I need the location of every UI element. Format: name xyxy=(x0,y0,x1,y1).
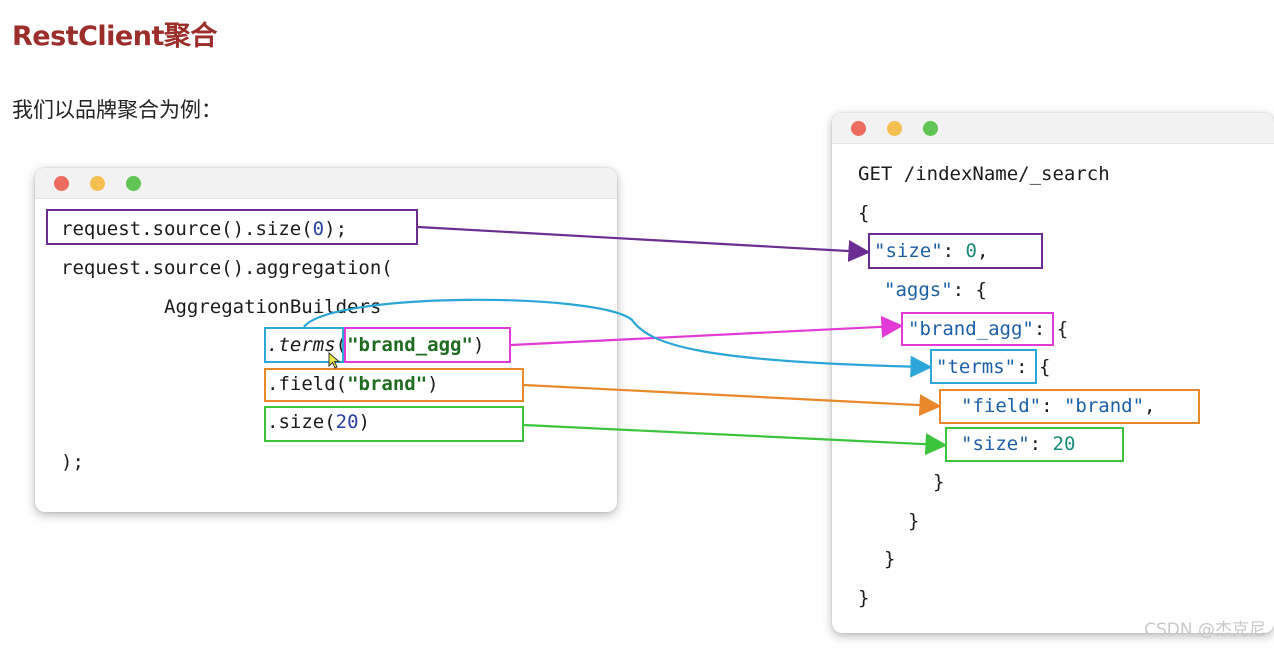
dsl-brand-agg-highlight xyxy=(901,312,1054,346)
minimize-dot-icon[interactable] xyxy=(887,121,902,136)
dsl-terms-line: "terms": { xyxy=(936,356,1051,378)
dsl-inner-size-line: "size": 20 xyxy=(961,433,1076,455)
maximize-dot-icon[interactable] xyxy=(126,176,141,191)
mouse-cursor-icon xyxy=(328,352,341,369)
dsl-close-terms: } xyxy=(933,471,945,493)
close-dot-icon[interactable] xyxy=(851,121,866,136)
dsl-window-titlebar xyxy=(832,113,1274,144)
dsl-field-highlight xyxy=(939,389,1200,424)
dsl-inner-size-highlight xyxy=(945,427,1124,462)
dsl-size-highlight xyxy=(868,233,1043,269)
dsl-close-aggs: } xyxy=(884,548,896,570)
java-line-builders: AggregationBuilders xyxy=(164,296,382,318)
close-dot-icon[interactable] xyxy=(54,176,69,191)
java-line-close: ); xyxy=(61,451,84,473)
dsl-brand-agg-line: "brand_agg": { xyxy=(908,318,1069,340)
page-title: RestClient聚合 xyxy=(12,21,217,52)
dsl-terms-highlight xyxy=(930,349,1037,384)
watermark: CSDN @杰克尼 xyxy=(1144,620,1266,640)
dsl-close-root: } xyxy=(858,587,870,609)
java-brand-agg-highlight xyxy=(344,327,511,363)
java-line-size: request.source().size(0); xyxy=(61,218,348,240)
java-size-highlight xyxy=(46,209,418,245)
java-line-aggregation: request.source().aggregation( xyxy=(61,257,393,279)
java-line-field: .field("brand") xyxy=(267,373,439,395)
java-inner-size-highlight xyxy=(264,406,524,442)
dsl-open-brace: { xyxy=(858,202,870,224)
dsl-size-line: "size": 0, xyxy=(874,240,989,262)
dsl-close-brand-agg: } xyxy=(908,510,920,532)
minimize-dot-icon[interactable] xyxy=(90,176,105,191)
dsl-request-line: GET /indexName/_search xyxy=(858,163,1110,185)
dsl-code-window: GET /indexName/_search { "size": 0, "agg… xyxy=(832,113,1274,633)
java-window-titlebar xyxy=(35,168,617,199)
dsl-aggs-line: "aggs": { xyxy=(884,279,987,301)
page-subtitle: 我们以品牌聚合为例： xyxy=(12,98,222,122)
dsl-field-line: "field": "brand", xyxy=(961,395,1156,417)
maximize-dot-icon[interactable] xyxy=(923,121,938,136)
java-line-inner-size: .size(20) xyxy=(267,411,370,433)
java-field-highlight xyxy=(264,368,524,402)
